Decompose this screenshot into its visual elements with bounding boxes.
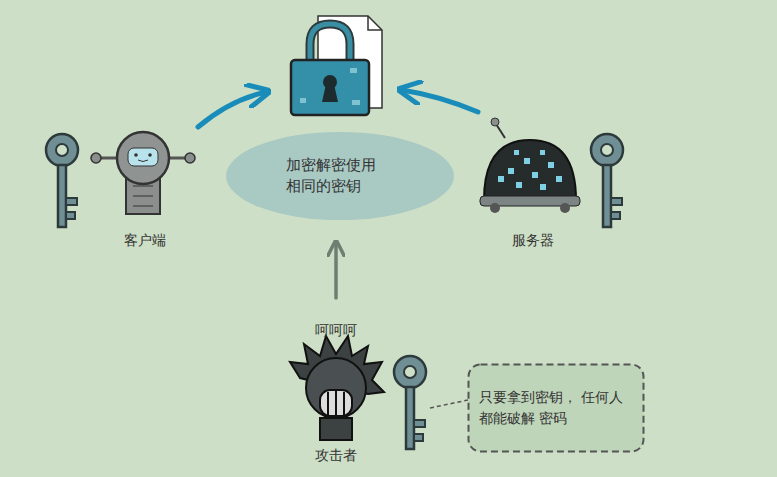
client-key bbox=[46, 134, 78, 227]
shared-key-ellipse-shape bbox=[225, 131, 455, 221]
server-label: 服务器 bbox=[512, 231, 554, 249]
laugh-label: 呵呵呵 bbox=[315, 321, 357, 339]
attacker-label: 攻击者 bbox=[315, 446, 357, 464]
client-label: 客户端 bbox=[124, 231, 166, 249]
callout-pointer bbox=[430, 400, 468, 408]
node-text: 只要拿到密钥， 任何人都能破解 密码 bbox=[479, 387, 633, 429]
server-robot bbox=[480, 118, 580, 213]
blue-arrow bbox=[402, 90, 478, 112]
lock-document bbox=[291, 16, 382, 115]
shared-key-ellipse: 加密解密使用 相同的密钥 bbox=[225, 131, 455, 221]
callout-box-shape bbox=[467, 363, 645, 453]
attacker-key bbox=[394, 356, 426, 449]
gray-arrow bbox=[334, 243, 338, 298]
node-text: 加密解密使用 相同的密钥 bbox=[286, 155, 394, 197]
blue-arrow bbox=[198, 92, 266, 127]
client-robot bbox=[91, 132, 195, 214]
server-key bbox=[591, 134, 623, 227]
attacker-figure bbox=[290, 336, 384, 440]
callout-box: 只要拿到密钥， 任何人都能破解 密码 bbox=[467, 363, 645, 453]
